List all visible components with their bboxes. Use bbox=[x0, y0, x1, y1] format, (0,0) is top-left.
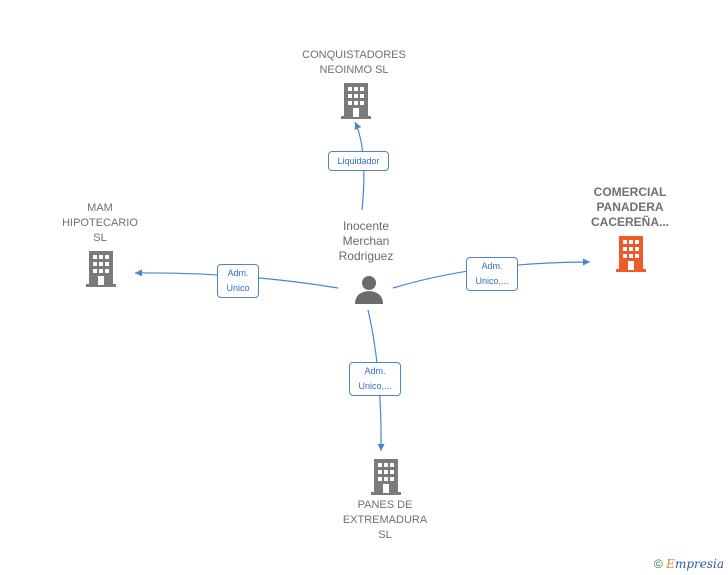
edge-label-adm-unico-left[interactable]: Adm. Unico bbox=[217, 264, 259, 298]
empresia-logo[interactable]: Empresia bbox=[666, 557, 724, 571]
building-icon[interactable] bbox=[371, 459, 401, 495]
company-label-comercial-panadera[interactable]: COMERCIAL PANADERA CACEREÑA... bbox=[590, 185, 669, 229]
edge-label-adm-unico-bottom[interactable]: Adm. Unico,... bbox=[349, 362, 401, 396]
company-label-mam[interactable]: MAM HIPOTECARIO SL bbox=[62, 202, 138, 244]
footer-branding: © Empresia bbox=[654, 557, 724, 571]
copyright-icon: © bbox=[653, 557, 663, 571]
person-name[interactable]: Inocente Merchan Rodriguez bbox=[338, 219, 394, 263]
edge-label-liquidador[interactable]: Liquidador bbox=[328, 151, 389, 171]
person-icon[interactable] bbox=[353, 274, 385, 304]
company-label-conquistadores[interactable]: CONQUISTADORES NEOINMO SL bbox=[302, 49, 406, 76]
building-icon[interactable] bbox=[341, 83, 371, 119]
company-label-panes[interactable]: PANES DE EXTREMADURA SL bbox=[342, 499, 428, 541]
building-icon-highlighted[interactable] bbox=[615, 236, 647, 272]
building-icon[interactable] bbox=[86, 251, 116, 287]
edge-label-adm-unico-right[interactable]: Adm. Unico,... bbox=[466, 257, 518, 291]
